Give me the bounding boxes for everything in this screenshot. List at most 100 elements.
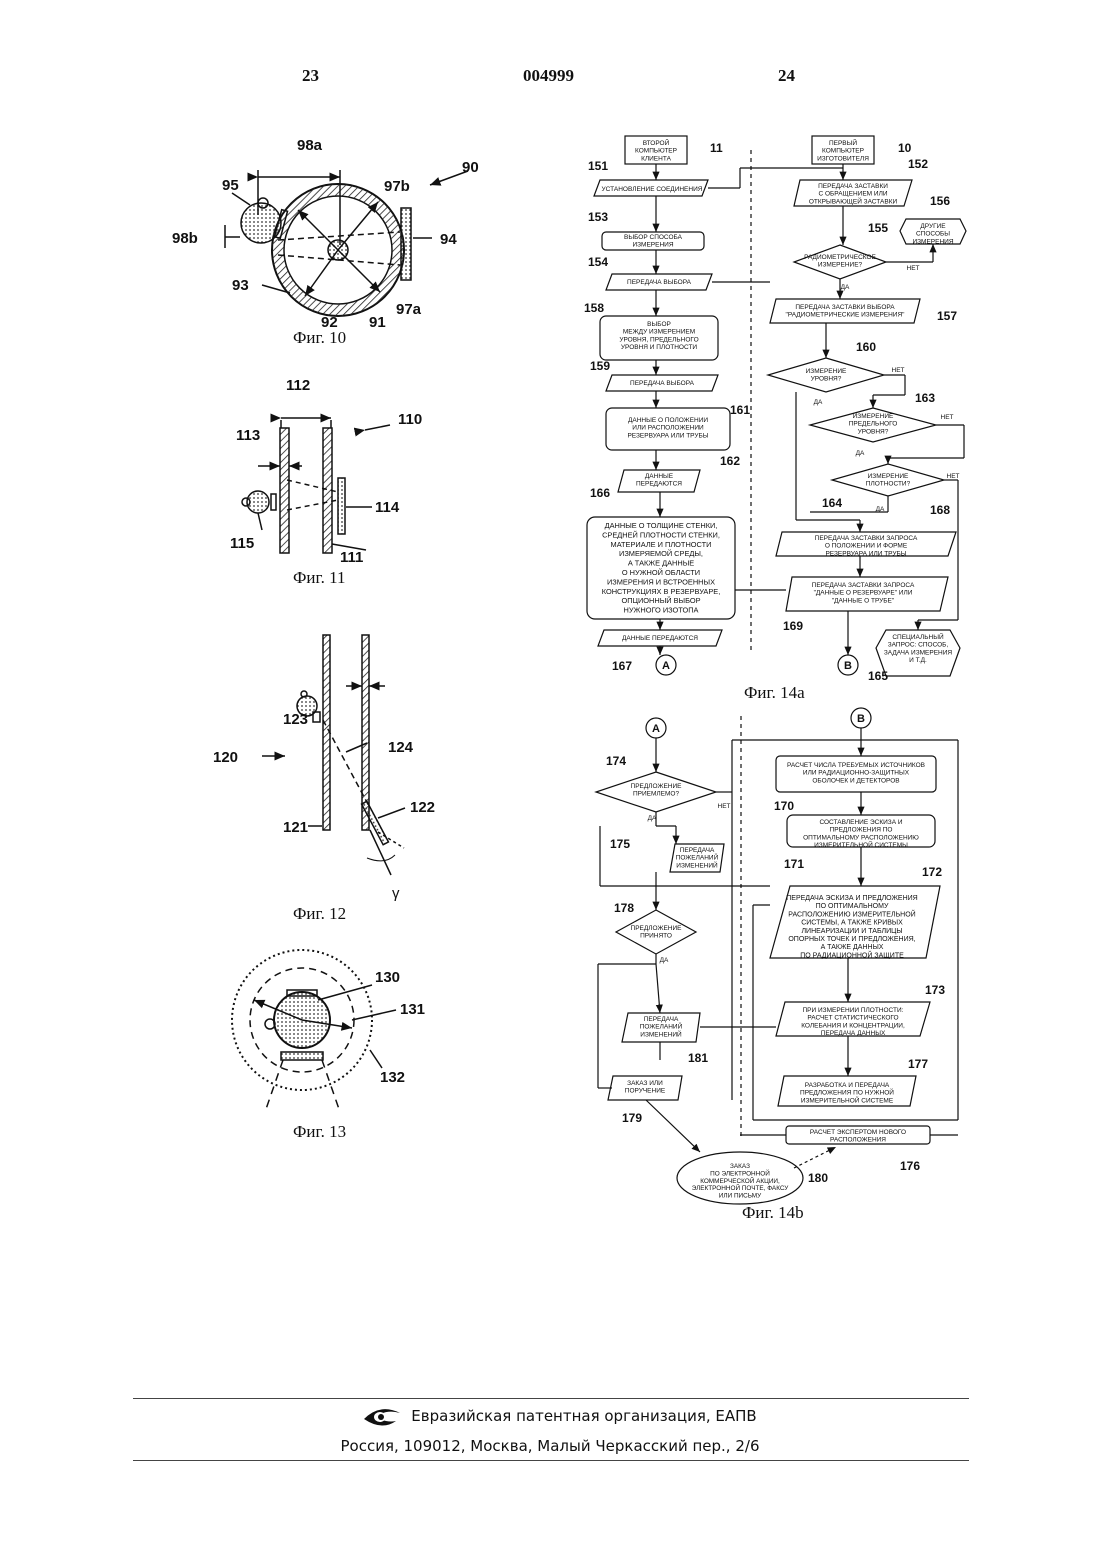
- flow-yes-178: ДА: [660, 957, 669, 964]
- flow-no-160: НЕТ: [892, 367, 905, 374]
- flow-fig14a-n152: 152: [908, 157, 928, 171]
- flow-fig14a-n160: 160: [856, 340, 876, 354]
- flow-fig14b-n180: 180: [808, 1171, 828, 1185]
- flow-fig14b-n175: 175: [610, 837, 630, 851]
- flow-fig14b-b175: ПЕРЕДАЧАПОЖЕЛАНИЙИЗМЕНЕНИЙ: [676, 847, 719, 869]
- flow-fig14a-n161: 161: [730, 403, 750, 417]
- flow-no-164: НЕТ: [947, 473, 960, 480]
- flow-fig14b-n173: 173: [925, 983, 945, 997]
- flow-fig14b-b174: ПРЕДЛОЖЕНИЕПРИЕМЛЕМО?: [631, 783, 683, 798]
- footer-org: Евразийская патентная организация, ЕАПВ: [34, 1407, 1100, 1425]
- caption-fig14b: Фиг. 14b: [742, 1203, 804, 1223]
- flow-fig14a-b166: ДАННЫЕ О ТОЛЩИНЕ СТЕНКИ,СРЕДНЕЙ ПЛОТНОСТ…: [602, 521, 721, 615]
- label-122: 122: [410, 799, 435, 816]
- flow-fig14b-b181: ПЕРЕДАЧАПОЖЕЛАНИЙИЗМЕНЕНИЙ: [640, 1016, 683, 1038]
- page-number-right: 24: [778, 66, 795, 86]
- label-124: 124: [388, 739, 414, 756]
- flow-fig14a-b167: ДАННЫЕ ПЕРЕДАЮТСЯ: [622, 635, 698, 642]
- flow-fig14a-n159: 159: [590, 359, 610, 373]
- label-130: 130: [375, 969, 400, 986]
- caption-fig12: Фиг. 12: [293, 904, 346, 924]
- flow-fig14a-b157: ПЕРЕДАЧА ЗАСТАВКИ ВЫБОРА"РАДИОМЕТРИЧЕСКИ…: [786, 304, 906, 319]
- flow-fig14a-n169: 169: [783, 619, 803, 633]
- flow-no-174: НЕТ: [718, 803, 731, 810]
- flow-fig14b-b176: РАСЧЕТ ЭКСПЕРТОМ НОВОГОРАСПОЛОЖЕНИЯ: [810, 1129, 906, 1144]
- flow-fig14a-n153: 153: [588, 210, 608, 224]
- flow-fig14b-b172: ПЕРЕДАЧА ЭСКИЗА И ПРЕДЛОЖЕНИЯПО ОПТИМАЛЬ…: [786, 895, 917, 959]
- flow-yes-164: ДА: [876, 506, 885, 513]
- footer-rule-top: [133, 1398, 969, 1399]
- flow-fig14a-b10: ПЕРВЫЙКОМПЬЮТЕРИЗГОТОВИТЕЛЯ: [817, 138, 869, 162]
- flow-fig14a-b155: РАДИОМЕТРИЧЕСКОЕИЗМЕРЕНИЕ?: [804, 254, 876, 269]
- label-gamma: γ: [392, 885, 400, 902]
- label-94: 94: [440, 231, 457, 248]
- label-97a: 97a: [396, 301, 422, 318]
- label-91: 91: [369, 314, 386, 331]
- flow-no-155: НЕТ: [907, 265, 920, 272]
- flow-fig14b-b170: РАСЧЕТ ЧИСЛА ТРЕБУЕМЫХ ИСТОЧНИКОВИЛИ РАД…: [787, 762, 925, 784]
- flow-fig14b-n177: 177: [908, 1057, 928, 1071]
- flow-fig14a-b162: ДАННЫЕПЕРЕДАЮТСЯ: [636, 473, 682, 488]
- flow-fig14b-b177: РАЗРАБОТКА И ПЕРЕДАЧАПРЕДЛОЖЕНИЯ ПО НУЖН…: [800, 1082, 894, 1104]
- label-112: 112: [286, 377, 310, 394]
- figure-13-labels: 130 131 132: [375, 969, 425, 1086]
- flow-fig14a-n155: 155: [868, 221, 888, 235]
- flow-fig14a-b151: УСТАНОВЛЕНИЕ СОЕДИНЕНИЯ: [602, 186, 703, 193]
- flow-fig14a-b168: ПЕРЕДАЧА ЗАСТАВКИ ЗАПРОСАО ПОЛОЖЕНИИ И Ф…: [815, 535, 918, 557]
- figure-13: [232, 950, 396, 1112]
- flow-fig14a-b156: ДРУГИЕСПОСОБЫИЗМЕРЕНИЯ: [912, 223, 953, 245]
- label-132: 132: [380, 1069, 405, 1086]
- label-98b: 98b: [172, 230, 198, 247]
- flow-fig14a-b161: ДАННЫЕ О ПОЛОЖЕНИИИЛИ РАСПОЛОЖЕНИИРЕЗЕРВ…: [627, 417, 708, 439]
- flow-fig14a-n151: 151: [588, 159, 608, 173]
- caption-fig13: Фиг. 13: [293, 1122, 346, 1142]
- flow-fig14b-conA: A: [652, 723, 660, 735]
- flow-fig14a-n10: 10: [898, 141, 912, 155]
- left-figures: 98a 90 95 97b 98b 94 93 97a 92 91 112 11…: [0, 120, 560, 1300]
- caption-fig14a: Фиг. 14a: [744, 683, 805, 703]
- flow-fig14a-n154: 154: [588, 255, 608, 269]
- flow-fig14a-b153: ВЫБОР СПОСОБАИЗМЕРЕНИЯ: [624, 234, 683, 249]
- label-111: 111: [340, 549, 363, 566]
- flow-fig14a-b152: ПЕРЕДАЧА ЗАСТАВКИС ОБРАЩЕНИЕМ ИЛИОТКРЫВА…: [809, 183, 898, 205]
- flow-fig14a-b159: ПЕРЕДАЧА ВЫБОРА: [630, 380, 695, 387]
- flow-fig14a-b11: ВТОРОЙКОМПЬЮТЕРКЛИЕНТА: [635, 138, 677, 162]
- flow-fig14a-b154: ПЕРЕДАЧА ВЫБОРА: [627, 279, 692, 286]
- label-115: 115: [230, 535, 254, 552]
- flow-fig14a-n164: 164: [822, 496, 842, 510]
- flow-fig14b-b179: ЗАКАЗ ИЛИПОРУЧЕНИЕ: [625, 1080, 666, 1095]
- figure-10: [225, 170, 468, 316]
- flow-fig14a-b160: ИЗМЕРЕНИЕУРОВНЯ?: [806, 368, 847, 383]
- footer-address: Россия, 109012, Москва, Малый Черкасский…: [0, 1437, 1100, 1455]
- flow-fig14b-n176: 176: [900, 1159, 920, 1173]
- flow-fig14a-n166: 166: [590, 486, 610, 500]
- figure-12: [262, 635, 405, 875]
- flow-fig14a-n11: 11: [710, 141, 723, 155]
- flow-no-163: НЕТ: [941, 414, 954, 421]
- flow-fig14a-n168: 168: [930, 503, 950, 517]
- flow-fig14a-n162: 162: [720, 454, 740, 468]
- flowchart-figures: ВТОРОЙКОМПЬЮТЕРКЛИЕНТА 11 ПЕРВЫЙКОМПЬЮТЕРИ…: [540, 120, 1100, 1220]
- flow-fig14a-n158: 158: [584, 301, 604, 315]
- flow-fig14a-n163: 163: [915, 391, 935, 405]
- page-number-left: 23: [302, 66, 319, 86]
- flow-fig14a-b165: СПЕЦИАЛЬНЫЙЗАПРОС: СПОСОБ,ЗАДАЧА ИЗМЕРЕН…: [884, 632, 953, 664]
- label-114: 114: [375, 499, 400, 516]
- flow-fig14b-n170: 170: [774, 799, 794, 813]
- flow-fig14a-b158: ВЫБОРМЕЖДУ ИЗМЕРЕНИЕМУРОВНЯ, ПРЕДЕЛЬНОГО…: [619, 321, 698, 351]
- label-121: 121: [283, 819, 308, 836]
- flow-fig14b-b173: ПРИ ИЗМЕРЕНИИ ПЛОТНОСТИ:РАСЧЕТ СТАТИСТИЧ…: [801, 1007, 905, 1037]
- flow-fig14a-b169: ПЕРЕДАЧА ЗАСТАВКИ ЗАПРОСА"ДАННЫЕ О РЕЗЕР…: [812, 582, 915, 604]
- flow-fig14b-n172: 172: [922, 865, 942, 879]
- flow-yes-155: ДА: [841, 284, 850, 291]
- flow-yes-160: ДА: [814, 399, 823, 406]
- label-93: 93: [232, 277, 249, 294]
- flow-fig14a-n165: 165: [868, 669, 888, 683]
- flow-fig14b-n171: 171: [784, 857, 804, 871]
- flow-fig14b-b180: ЗАКАЗПО ЭЛЕКТРОННОЙКОММЕРЧЕСКОЙ АКЦИИ,ЭЛ…: [692, 1163, 790, 1200]
- flow-fig14b-b178: ПРЕДЛОЖЕНИЕПРИНЯТО: [631, 925, 683, 940]
- flow-fig14a-conB: B: [844, 660, 852, 672]
- label-110: 110: [398, 411, 422, 428]
- flow-fig14b-n181: 181: [688, 1051, 708, 1065]
- flow-fig14a-n157: 157: [937, 309, 957, 323]
